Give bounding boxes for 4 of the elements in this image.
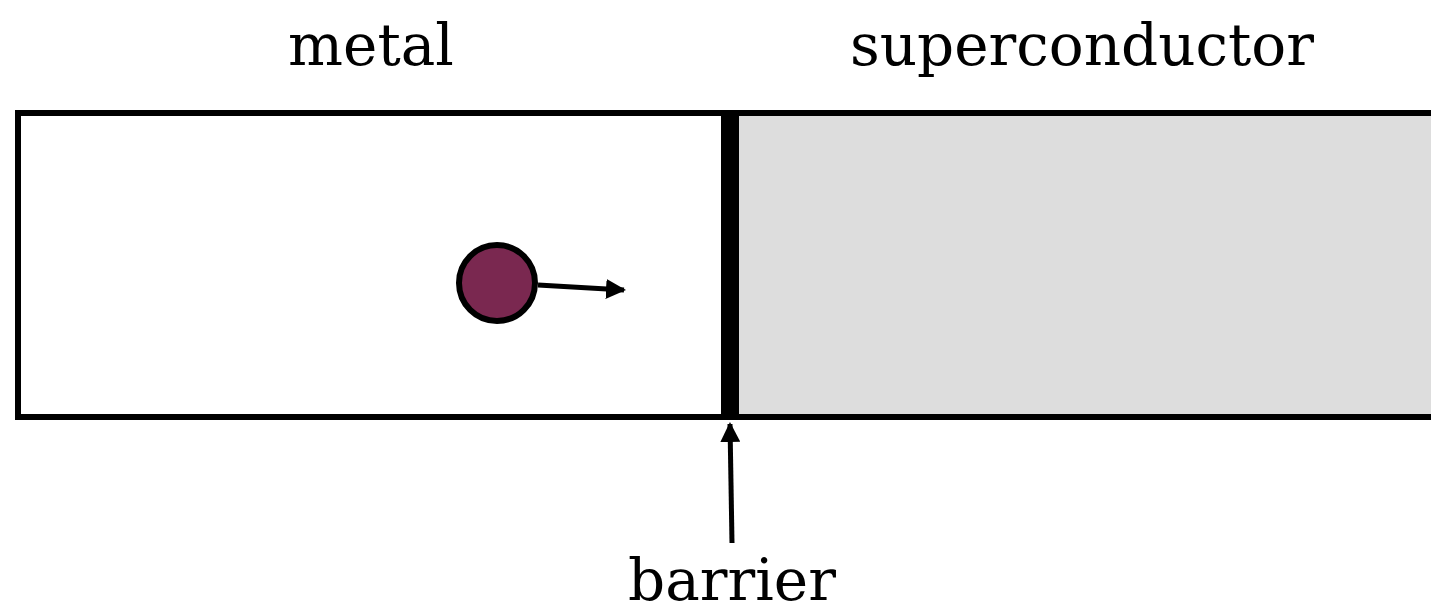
barrier-label: barrier [628,545,836,613]
leader-arrow [720,422,741,544]
region-label: metal [288,10,454,80]
region-label: superconductor [850,10,1314,80]
